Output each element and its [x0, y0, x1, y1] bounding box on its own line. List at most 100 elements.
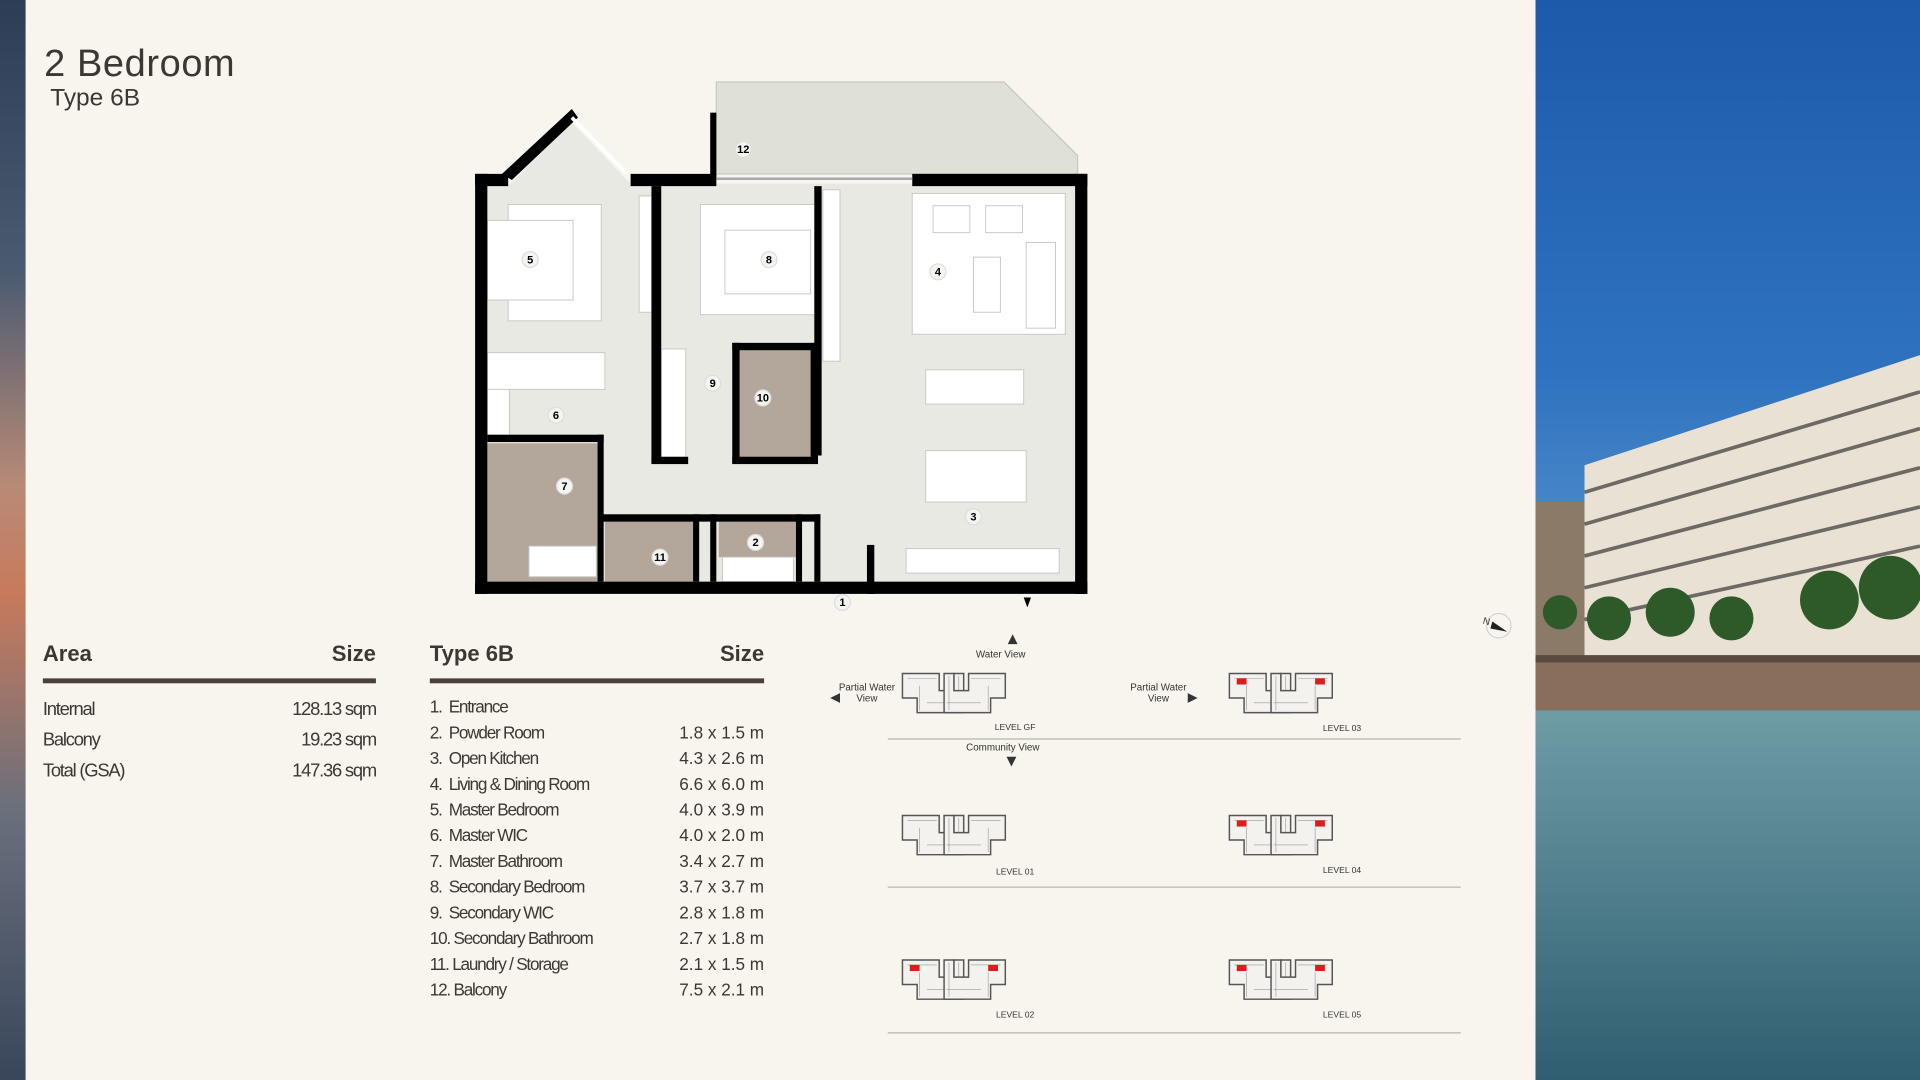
- area-table-header: Area Size: [43, 642, 376, 668]
- unit-highlight: [988, 964, 998, 972]
- room-number: 2: [752, 537, 758, 549]
- level-label: LEVEL 04: [1322, 866, 1362, 876]
- room-size: 2.1 x 1.5 m: [679, 953, 765, 974]
- walls: [475, 108, 1088, 594]
- area-header: Area: [42, 641, 92, 667]
- secondary-bathroom-floor: [738, 348, 815, 460]
- room-number: 7: [561, 481, 567, 493]
- unit-highlight: [1315, 820, 1325, 827]
- room-size: 7.5 x 2.1 m: [679, 979, 765, 1000]
- room-row: 6. Master WIC 4.0 x 2.0 m: [430, 825, 764, 851]
- room-label: 9. Secondary WIC: [429, 902, 554, 923]
- room-row: 4. Living & Dining Room 6.6 x 6.0 m: [430, 774, 764, 800]
- divider: [887, 1032, 1461, 1034]
- room-number-marker: 12: [734, 140, 752, 158]
- arrow-up-icon: [1007, 634, 1018, 645]
- room-label: 10. Secondary Bathroom: [429, 928, 594, 948]
- room-number-marker: 1: [833, 593, 852, 612]
- room-number-marker: 3: [964, 508, 983, 526]
- area-label: Total (GSA): [42, 760, 126, 782]
- area-size: 147.36 sqm: [292, 760, 377, 782]
- area-size: 128.13 sqm: [292, 699, 377, 721]
- room-size: 4.3 x 2.6 m: [679, 748, 765, 768]
- window: [570, 116, 629, 176]
- level-label: LEVEL 05: [1322, 1011, 1362, 1021]
- room-number: 12: [737, 144, 749, 156]
- building-illustration: [1535, 355, 1920, 1080]
- room-number-marker: 2: [746, 533, 765, 552]
- level-label: LEVEL GF: [994, 723, 1036, 733]
- water-view-label: Water View: [975, 648, 1026, 661]
- arrow-right-icon: [1187, 693, 1198, 703]
- room-number: 5: [527, 254, 533, 266]
- unit-type: Type 6B: [50, 84, 141, 112]
- room-number-marker: 9: [704, 374, 722, 392]
- room-size: 3.4 x 2.7 m: [679, 851, 765, 871]
- building-photo: [1535, 0, 1920, 1080]
- building-footprint: [1270, 814, 1333, 856]
- entry-arrow-icon: [1023, 597, 1032, 608]
- divider: [887, 738, 1461, 740]
- room-number: 11: [654, 552, 666, 564]
- room-number-marker: 5: [521, 251, 539, 269]
- room-number-marker: 4: [929, 263, 947, 281]
- room-row: 1. Entrance: [430, 697, 764, 723]
- room-number-marker: 10: [754, 389, 772, 407]
- room-number-marker: 7: [555, 477, 574, 495]
- room-size: 2.7 x 1.8 m: [679, 928, 765, 948]
- unit-highlight: [1315, 678, 1325, 685]
- size-header: Size: [331, 641, 376, 667]
- room-label: 3. Open Kitchen: [429, 748, 539, 768]
- divider: [887, 886, 1461, 888]
- room-label: 6. Master WIC: [429, 825, 528, 845]
- type-header: Type 6B: [429, 641, 514, 667]
- building-footprint: [1270, 672, 1333, 714]
- room-size: 4.0 x 2.0 m: [679, 825, 765, 845]
- partial-water-view-left: Partial Water View: [838, 682, 896, 705]
- arrow-left-icon: [830, 693, 841, 703]
- unit-highlight: [909, 964, 920, 972]
- room-number: 8: [766, 254, 772, 266]
- community-view-label: Community View: [966, 742, 1040, 754]
- level-label: LEVEL 03: [1322, 724, 1362, 734]
- key-plan: [830, 612, 1512, 1000]
- room-number: 10: [757, 393, 769, 405]
- room-number: 1: [839, 597, 845, 609]
- room-label: 4. Living & Dining Room: [429, 773, 591, 794]
- room-number: 9: [710, 378, 716, 390]
- room-number-marker: 11: [651, 548, 669, 566]
- room-label: 8. Secondary Bedroom: [429, 876, 586, 897]
- room-label: 2. Powder Room: [429, 722, 545, 743]
- building-footprint: [943, 959, 1007, 1000]
- arrow-down-icon: [1006, 756, 1017, 767]
- area-size: 19.23 sqm: [301, 729, 377, 751]
- unit-highlight: [1236, 964, 1247, 972]
- unit-highlight: [1236, 678, 1247, 685]
- room-size: 1.8 x 1.5 m: [679, 722, 765, 743]
- area-label: Internal: [42, 699, 96, 721]
- partial-water-view-right: Partial Water View: [1130, 682, 1187, 705]
- area-row: Internal 128.13 sqm: [42, 699, 377, 730]
- area-row: Total (GSA) 147.36 sqm: [42, 760, 377, 791]
- building-footprint: [943, 672, 1007, 714]
- room-number-marker: 6: [547, 406, 565, 424]
- unit-highlight: [1236, 820, 1247, 827]
- left-photo-strip: [0, 0, 26, 1080]
- unit-highlight: [1315, 964, 1325, 972]
- size-header: Size: [719, 641, 765, 667]
- rooms-table-header: Type 6B Size: [430, 642, 764, 668]
- room-row: 3. Open Kitchen 4.3 x 2.6 m: [430, 748, 764, 774]
- room-number: 4: [935, 267, 942, 279]
- room-row: 2. Powder Room 1.8 x 1.5 m: [430, 722, 764, 748]
- level-label: LEVEL 02: [995, 1011, 1035, 1021]
- room-size: 6.6 x 6.0 m: [679, 773, 765, 794]
- building-footprint: [1270, 959, 1333, 1000]
